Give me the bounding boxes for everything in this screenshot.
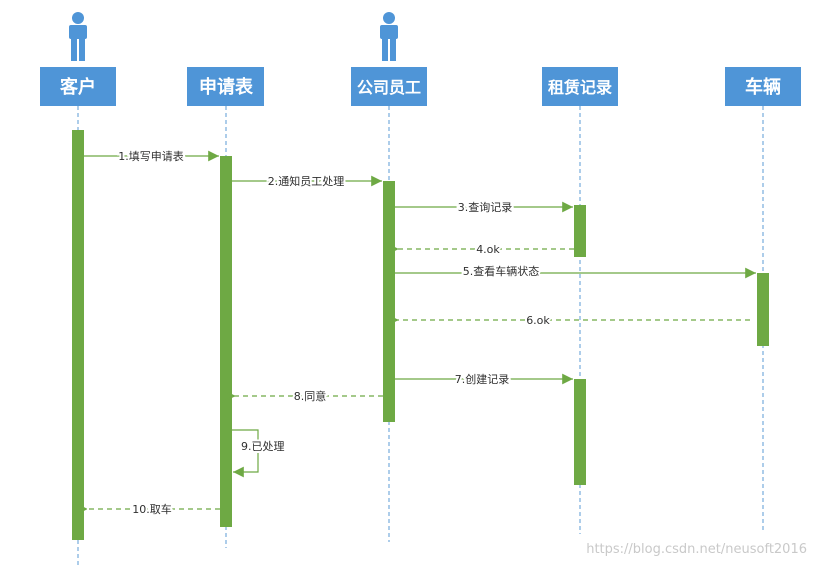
- participant-vehicle: 车辆: [725, 67, 801, 106]
- participant-vehicle-label: 车辆: [745, 76, 781, 98]
- message-8-label: 8.同意: [294, 389, 327, 403]
- message-2-label: 2.通知员工处理: [268, 174, 345, 188]
- message-6: 6.ok: [397, 312, 750, 329]
- participant-staff: 公司员工: [351, 67, 427, 106]
- message-6-label: 6.ok: [526, 314, 550, 327]
- message-3-label: 3.查询记录: [458, 200, 513, 214]
- participant-records-label: 租赁记录: [548, 78, 612, 97]
- watermark: https://blog.csdn.net/neusoft2016: [586, 542, 807, 557]
- message-7-label: 7.创建记录: [455, 372, 510, 386]
- activation-records-1: [574, 205, 586, 257]
- message-4-label: 4.ok: [476, 243, 500, 256]
- message-8: 8.同意: [234, 387, 383, 405]
- participant-staff-label: 公司员工: [357, 78, 421, 97]
- message-9: 9.已处理: [232, 429, 287, 478]
- message-2: 2.通知员工处理: [232, 172, 382, 190]
- participant-form-label: 申请表: [199, 76, 254, 98]
- customer-actor-icon: [69, 12, 87, 61]
- activation-vehicle: [757, 273, 769, 346]
- message-4: 4.ok: [397, 241, 574, 258]
- message-1-label: 1.填写申请表: [118, 149, 184, 163]
- activation-customer: [72, 130, 84, 540]
- participant-records: 租赁记录: [542, 67, 618, 106]
- activation-form: [220, 156, 232, 527]
- message-9-label: 9.已处理: [241, 440, 285, 453]
- message-5-label: 5.查看车辆状态: [463, 264, 540, 278]
- staff-actor-icon: [380, 12, 398, 61]
- message-3: 3.查询记录: [395, 198, 573, 216]
- message-10: 10.取车: [86, 500, 220, 518]
- activation-staff: [383, 181, 395, 422]
- participant-customer-label: 客户: [60, 76, 96, 98]
- participant-customer: 客户: [40, 67, 116, 106]
- message-7: 7.创建记录: [395, 370, 573, 388]
- message-10-label: 10.取车: [132, 502, 172, 516]
- message-5: 5.查看车辆状态: [395, 262, 756, 280]
- activation-records-2: [574, 379, 586, 485]
- message-1: 1.填写申请表: [84, 147, 219, 165]
- participant-form: 申请表: [187, 67, 264, 106]
